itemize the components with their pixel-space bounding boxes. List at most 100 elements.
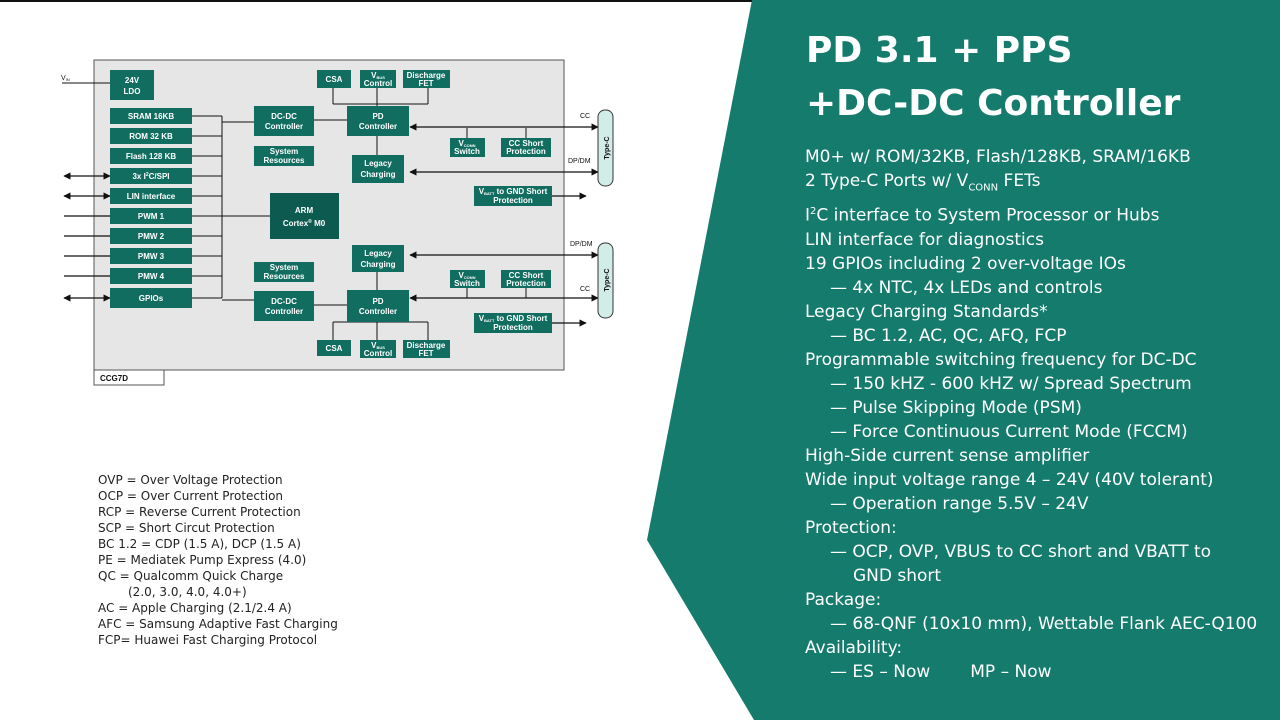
svg-text:FET: FET [418, 349, 433, 358]
discharge-fet-block: Discharge FET [403, 340, 450, 358]
feature-item: 2 Type-C Ports w/ VCONN FETs [805, 171, 1041, 194]
sram-block: SRAM 16KB [110, 108, 192, 124]
type-c-label: Type-C [604, 136, 611, 159]
dpdm-label: DP/DM [570, 241, 593, 248]
feature-item: Programmable switching frequency for DC-… [805, 350, 1197, 371]
svg-text:ROM 32 KB: ROM 32 KB [129, 132, 173, 141]
svg-text:VBUS: VBUS [371, 341, 385, 350]
svg-text:Resources: Resources [264, 272, 305, 281]
svg-text:CSA: CSA [326, 344, 343, 353]
svg-text:LDO: LDO [124, 87, 141, 96]
svg-text:Controller: Controller [359, 307, 397, 316]
system-resources-block: System Resources [254, 262, 314, 282]
svg-text:Legacy: Legacy [364, 159, 392, 168]
legend-item: FCP= Huawei Fast Charging Protocol [98, 633, 318, 647]
svg-text:Protection: Protection [506, 279, 546, 288]
feature-item: 19 GPIOs including 2 over-voltage IOs [805, 254, 1126, 275]
feature-item: M0+ w/ ROM/32KB, Flash/128KB, SRAM/16KB [805, 147, 1191, 167]
svg-text:PMW 2: PMW 2 [138, 232, 165, 241]
vconn-switch-block: VCONN Switch [450, 270, 485, 288]
discharge-fet-block: Discharge FET [403, 70, 450, 88]
internal-wires [192, 88, 527, 340]
svg-text:Protection: Protection [506, 147, 546, 156]
pd-controller-block: PD Controller [347, 106, 409, 136]
dcdc-controller-block: DC-DC Controller [254, 291, 314, 321]
title-line: +DC-DC Controller [806, 83, 1181, 124]
svg-text:VCONN: VCONN [458, 271, 475, 280]
arm-cortex-m0-block: ARM Cortex® M0 [270, 193, 339, 239]
svg-text:Controller: Controller [359, 122, 397, 131]
csa-block: CSA [317, 70, 351, 88]
vbatt-gnd-short-protection-block: VBATT to GND Short Protection [474, 186, 552, 206]
feature-subitem: — BC 1.2, AC, QC, AFQ, FCP [830, 326, 1067, 347]
title-line: PD 3.1 + PPS [806, 30, 1073, 71]
svg-text:Flash 128 KB: Flash 128 KB [126, 152, 176, 161]
feature-subitem: — 150 kHZ - 600 kHZ w/ Spread Spectrum [830, 374, 1192, 395]
legend-item: OVP = Over Voltage Protection [98, 473, 283, 487]
cc-label: CC [580, 113, 590, 120]
svg-text:VBATT to GND Short: VBATT to GND Short [479, 314, 548, 323]
chip-name: CCG7D [100, 374, 128, 383]
feature-subitem: — 68-QNF (10x10 mm), Wettable Flank AEC-… [830, 614, 1258, 635]
svg-text:VBUS: VBUS [371, 71, 385, 80]
i2c-spi-block: 3x I2C/SPI [110, 168, 192, 184]
pwm1-block: PWM 1 [110, 208, 192, 224]
svg-text:System: System [270, 263, 298, 272]
svg-text:CC Short: CC Short [509, 271, 544, 280]
svg-text:Control: Control [364, 79, 392, 88]
svg-text:DC-DC: DC-DC [271, 297, 297, 306]
vconn-switch-block: VCONN Switch [450, 138, 485, 157]
svg-text:24V: 24V [125, 76, 140, 85]
lin-interface-block: LIN interface [110, 188, 192, 204]
svg-text:System: System [270, 147, 298, 156]
pd-controller-block: PD Controller [347, 290, 409, 322]
svg-text:Discharge: Discharge [407, 341, 446, 350]
legend-item: OCP = Over Current Protection [98, 489, 284, 503]
gpios-block: GPIOs [110, 288, 192, 308]
svg-text:VCONN: VCONN [458, 139, 475, 148]
svg-text:Resources: Resources [264, 156, 305, 165]
system-resources-block: System Resources [254, 146, 314, 166]
legend-item: PE = Mediatek Pump Express (4.0) [98, 553, 307, 567]
svg-text:3x I2C/SPI: 3x I2C/SPI [132, 172, 169, 181]
chip-name-box [93, 369, 165, 386]
feature-subitem-continued: GND short [853, 566, 942, 587]
svg-text:Charging: Charging [360, 170, 395, 179]
vbatt-gnd-short-protection-block: VBATT to GND Short Protection [474, 313, 552, 333]
svg-text:Discharge: Discharge [407, 71, 446, 80]
svg-text:CSA: CSA [326, 75, 343, 84]
svg-text:CC Short: CC Short [509, 139, 544, 148]
legend-item: QC = Qualcomm Quick Charge [98, 569, 284, 583]
csa-block: CSA [317, 340, 351, 356]
svg-text:PD: PD [372, 297, 383, 306]
svg-text:Switch: Switch [454, 279, 480, 288]
feature-item: High-Side current sense amplifier [805, 446, 1090, 467]
svg-text:ARM: ARM [295, 206, 314, 215]
feature-item: I2C interface to System Processor or Hub… [805, 206, 1160, 227]
dcdc-controller-block: DC-DC Controller [254, 106, 314, 136]
vbus-control-block: VBUS Control [360, 340, 396, 358]
type-c-label: Type-C [604, 268, 611, 291]
feature-subitem: — Pulse Skipping Mode (PSM) [830, 398, 1082, 419]
slide-title: PD 3.1 + PPS +DC-DC Controller [806, 24, 1266, 130]
feature-subitem: — Operation range 5.5V – 24V [830, 494, 1089, 515]
abbreviation-legend: OVP = Over Voltage Protection OCP = Over… [98, 472, 338, 648]
svg-text:PMW 4: PMW 4 [138, 272, 165, 281]
ccg7d-block-diagram: CCG7D VIN [61, 59, 614, 386]
legend-item: RCP = Reverse Current Protection [98, 505, 301, 519]
external-arrows [63, 123, 599, 327]
svg-text:Switch: Switch [454, 147, 480, 156]
cc-label: CC [580, 286, 590, 293]
top-rule [0, 0, 752, 2]
pmw4-block: PMW 4 [110, 268, 192, 284]
svg-text:DC-DC: DC-DC [271, 112, 297, 121]
svg-text:Legacy: Legacy [364, 249, 392, 258]
svg-text:SRAM 16KB: SRAM 16KB [128, 112, 174, 121]
svg-text:GPIOs: GPIOs [139, 294, 164, 303]
legend-item: (2.0, 3.0, 4.0, 4.0+) [128, 585, 247, 599]
legacy-charging-block: Legacy Charging [352, 245, 404, 272]
svg-text:LIN interface: LIN interface [127, 192, 176, 201]
feature-subitem: — Force Continuous Current Mode (FCCM) [830, 422, 1188, 443]
